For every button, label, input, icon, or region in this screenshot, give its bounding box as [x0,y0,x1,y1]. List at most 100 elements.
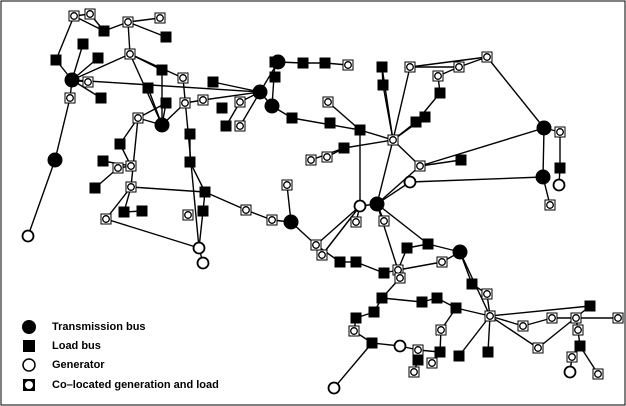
transmission-bus-node [283,214,299,230]
load-bus-node [434,87,446,99]
load-bus-node [366,337,378,349]
edge-b7-b13 [130,186,206,193]
generator-node [552,178,566,192]
edge-c33-d10 [376,203,429,245]
load-bus-node [114,138,126,150]
load-bus-node [412,354,424,366]
load-bus-node [269,71,281,83]
load-bus-node [338,142,350,154]
load-bus-node [466,278,478,290]
load-bus-node [584,300,596,312]
edge-c30-c35 [419,127,545,167]
colocated-node [387,134,399,146]
edge-b8-b16 [105,218,200,249]
edge-a4-a6 [127,21,167,38]
load-bus-node [160,97,172,109]
load-bus-node [92,52,104,64]
transmission-bus-node [270,54,286,70]
edge-a10-a1 [55,15,75,61]
colocated-node [554,126,566,138]
colocated-node [453,61,465,73]
colocated-node [322,96,334,108]
load-bus-node [160,31,172,43]
generator-node [327,381,341,395]
load-bus-node [376,292,388,304]
load-bus-node [89,182,101,194]
legend-transmission-icon [20,318,38,336]
load-bus-node [184,156,196,168]
colocated-node [234,120,246,132]
legend-generator-label: Generator [52,359,105,371]
load-bus-node [401,242,413,254]
edge-a9-c5 [71,79,261,93]
edge-c20-c23 [392,66,411,141]
colocated-node [426,357,438,369]
edge-b1-b7 [130,117,139,188]
legend-colocated-icon [20,376,38,394]
load-bus-node [416,296,428,308]
load-bus-node [197,205,209,217]
edge-d31-d35 [489,315,539,349]
load-bus-node [419,111,431,123]
edge-d11-d8 [397,261,443,271]
edge-d31-d39 [489,305,591,317]
load-bus-node [95,92,107,104]
transmission-bus-node [264,98,280,114]
colocated-node [404,61,416,73]
load-bus-node [431,292,443,304]
network-nodes [21,8,624,395]
transmission-bus-node [47,152,63,168]
edge-c30-c32 [419,159,462,167]
load-bus-node [410,116,422,128]
edge-c34-d1 [315,205,361,246]
load-bus-node [297,57,309,69]
load-bus-node [98,25,110,37]
colocated-node [481,288,493,300]
colocated-node [316,249,328,261]
colocated-node [348,325,360,337]
edge-c35-c38 [542,127,545,178]
colocated-node [82,76,94,88]
transmission-bus-node [64,72,80,88]
edge-a23-a24 [27,159,56,237]
edge-b13-b18 [204,191,247,211]
colocated-node [240,204,252,216]
transmission-bus-node [535,169,551,185]
colocated-node [122,16,134,28]
colocated-node [392,264,404,276]
load-bus-node [156,64,168,76]
colocated-node [68,10,80,22]
colocated-node [350,216,362,228]
colocated-node [612,312,624,324]
legend-transmission-label: Transmission bus [52,321,146,333]
colocated-node [177,72,189,84]
colocated-node [532,342,544,354]
edge-a21-c5 [202,91,261,101]
load-bus-node [574,340,586,352]
colocated-node [305,154,317,166]
load-bus-node [118,206,130,218]
colocated-node [234,96,246,108]
legend-load-label: Load bus [52,340,101,352]
edge-d14-d32 [381,297,423,303]
load-bus-node [207,76,219,88]
load-bus-node [482,346,494,358]
colocated-node [481,51,493,63]
edge-c22-c20 [382,84,394,141]
colocated-node [572,324,584,336]
load-bus-node [376,61,388,73]
edge-c33-d8 [376,203,399,271]
load-bus-node [434,346,446,358]
legend-load-icon [20,337,38,355]
load-bus-node [455,154,467,166]
load-bus-node [422,238,434,250]
edge-a12-a23 [54,97,71,161]
load-bus-node [378,267,390,279]
generator-node [192,241,206,255]
load-bus-node [450,302,462,314]
load-bus-node [50,54,62,66]
generator-node [21,229,35,243]
edge-c31-c38 [409,176,544,183]
transmission-bus-node [369,196,385,212]
